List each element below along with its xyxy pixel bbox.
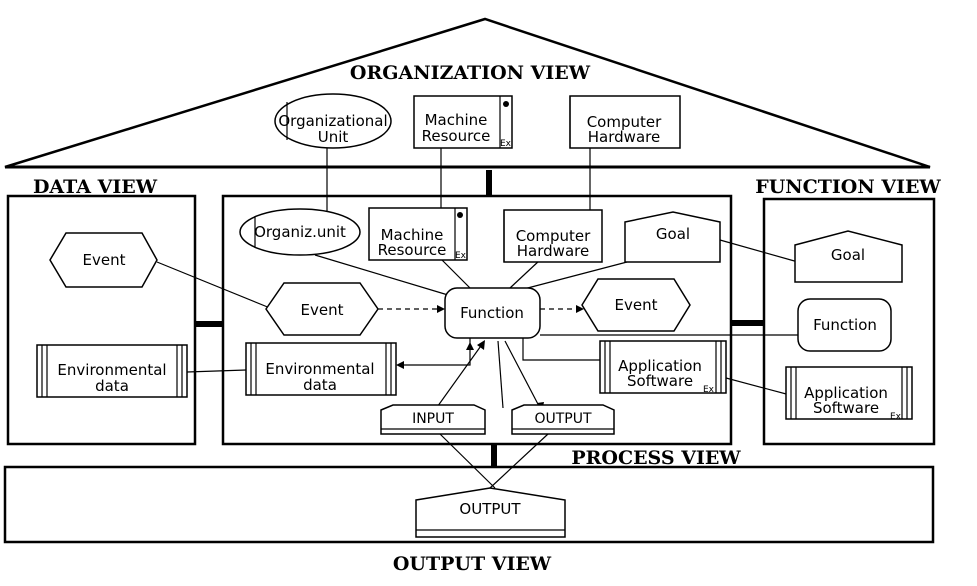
process-computer-hardware-label-2: Hardware <box>517 242 589 260</box>
process-output-shape: OUTPUT <box>511 404 615 435</box>
process-goal-shape: Goal <box>624 211 721 263</box>
process-org-unit-label: Organiz.unit <box>254 223 346 241</box>
function-view-title: FUNCTION VIEW <box>755 176 941 198</box>
process-environmental-label-1: Environmental <box>265 360 374 378</box>
org-unit-label-1: Organizational <box>278 112 387 130</box>
process-machine-resource-label-1: Machine <box>381 226 444 244</box>
data-environmental-shape: Environmental data <box>36 344 188 398</box>
process-event-in-shape: Event <box>265 282 379 336</box>
data-view-title: DATA VIEW <box>33 176 158 198</box>
process-output-label: OUTPUT <box>534 411 592 427</box>
process-input-shape: INPUT <box>380 404 486 435</box>
left-connector-bar <box>195 321 223 327</box>
ex-marker: Ex <box>703 385 715 395</box>
ex-marker: Ex <box>455 251 467 261</box>
output-view-output-label: OUTPUT <box>459 500 521 518</box>
output-view-frame <box>3 465 935 544</box>
function-function-label: Function <box>813 316 877 334</box>
computer-hardware-label-1: Computer <box>587 113 662 131</box>
org-unit-label-2: Unit <box>318 128 349 146</box>
function-goal-label: Goal <box>831 246 865 264</box>
process-application-software-shape: Application Software Ex <box>599 340 727 395</box>
process-goal-label: Goal <box>656 225 690 243</box>
function-goal-shape: Goal <box>794 230 903 283</box>
machine-resource-label-2: Resource <box>422 127 491 145</box>
output-view-output-shape: OUTPUT <box>415 487 566 538</box>
process-machine-resource-label-2: Resource <box>378 241 447 259</box>
connection-lines <box>156 147 800 489</box>
data-environmental-label-1: Environmental <box>57 361 166 379</box>
function-application-software-label-1: Application <box>804 384 888 402</box>
process-computer-hardware-label-1: Computer <box>516 227 591 245</box>
process-org-unit-shape: Organiz.unit <box>239 208 361 256</box>
bottom-connector-bar <box>491 444 497 467</box>
process-function-label: Function <box>460 304 524 322</box>
process-event-in-label: Event <box>301 301 344 319</box>
org-unit-shape: Organizational Unit <box>274 93 392 149</box>
right-connector-bar <box>731 320 764 326</box>
data-view-frame <box>6 194 197 446</box>
data-event-label: Event <box>83 251 126 269</box>
process-machine-resource-shape: Machine Resource Ex <box>368 207 468 261</box>
process-function-shape: Function <box>444 287 541 339</box>
ex-marker: Ex <box>890 412 902 422</box>
process-environmental-shape: Environmental data <box>245 342 397 396</box>
function-function-shape: Function <box>797 298 892 352</box>
process-computer-hardware-shape: Computer Hardware <box>503 209 603 263</box>
roof-connector-bar <box>486 170 492 196</box>
process-environmental-label-2: data <box>303 376 337 394</box>
data-event-shape: Event <box>49 232 158 288</box>
computer-hardware-shape: Computer Hardware <box>569 95 681 149</box>
process-view-title: PROCESS VIEW <box>571 447 741 469</box>
organization-view-title: ORGANIZATION VIEW <box>350 62 591 84</box>
process-input-label: INPUT <box>412 411 454 427</box>
machine-resource-label-1: Machine <box>425 111 488 129</box>
function-application-software-shape: Application Software Ex <box>785 366 913 422</box>
process-application-software-label-1: Application <box>618 357 702 375</box>
process-application-software-label-2: Software <box>627 372 693 390</box>
output-view-title: OUTPUT VIEW <box>393 553 552 575</box>
computer-hardware-label-2: Hardware <box>588 128 660 146</box>
process-event-out-label: Event <box>615 296 658 314</box>
process-event-out-shape: Event <box>581 278 691 332</box>
machine-resource-shape: Machine Resource Ex <box>413 95 513 149</box>
data-environmental-label-2: data <box>95 377 129 395</box>
ex-marker: Ex <box>500 139 512 149</box>
function-application-software-label-2: Software <box>813 399 879 417</box>
